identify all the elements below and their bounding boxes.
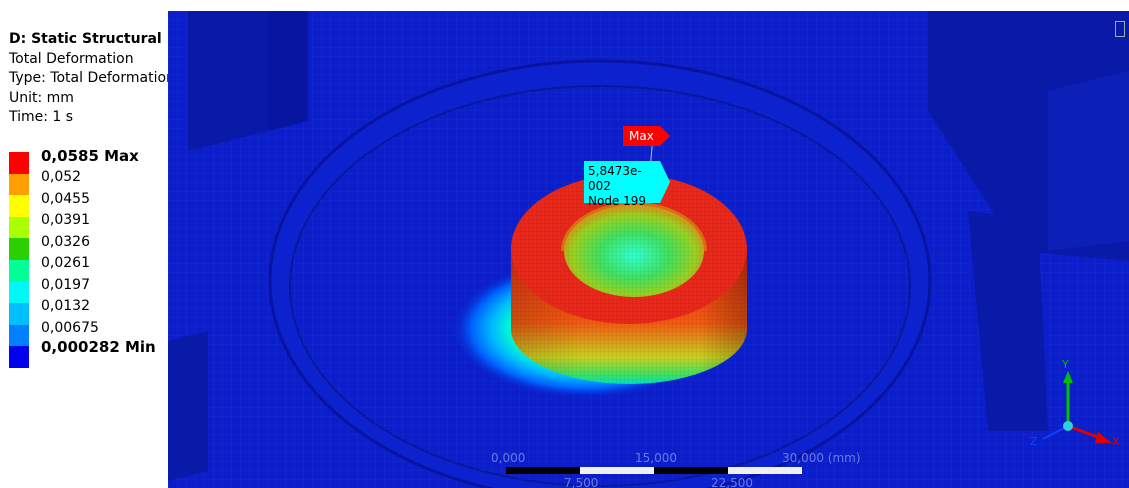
scale-swatch-6 — [9, 281, 29, 304]
probe-annotation[interactable]: 5,8473e-002 Node 199 — [584, 161, 670, 208]
triad-y-label: Y — [1062, 358, 1069, 371]
scale-label-30: 30,000 (mm) — [782, 451, 861, 465]
scale-label-7: 0,0132 — [41, 298, 90, 314]
triad-z-label: Z — [1030, 435, 1038, 448]
legend-title: D: Static Structural — [9, 31, 162, 47]
scale-label-min: 0,000282 Min — [41, 338, 156, 356]
scale-swatch-4 — [9, 238, 29, 260]
legend-time: Time: 1 s — [9, 109, 74, 125]
result-legend: D: Static Structural Total Deformation T… — [9, 30, 175, 128]
scale-label-0: 0,000 — [491, 451, 526, 465]
scale-label-22-5: 22,500 — [711, 476, 753, 488]
max-probe-label[interactable]: Max — [623, 126, 670, 146]
legend-unit: Unit: mm — [9, 89, 74, 106]
scale-label-7-5: 7,500 — [564, 476, 599, 488]
triad-x-label: X — [1112, 435, 1120, 448]
scale-label-6: 0,0197 — [41, 277, 90, 293]
scale-swatch-5 — [9, 260, 29, 282]
scale-swatch-3 — [9, 216, 29, 239]
graphics-viewport[interactable]: Max 5,8473e-002 Node 199 0,000 15,000 30… — [168, 11, 1129, 488]
scale-label-8: 0,00675 — [41, 320, 99, 336]
scale-label-4: 0,0326 — [41, 234, 90, 250]
scale-swatch-1 — [9, 173, 29, 196]
scale-swatch-2 — [9, 195, 29, 217]
probe-node: Node 199 — [588, 194, 647, 208]
model-render — [168, 11, 1129, 488]
scale-label-max: 0,0585 Max — [41, 147, 139, 165]
legend-type: Type: Total Deformation — [9, 70, 175, 86]
scale-label-15: 15,000 — [635, 451, 677, 465]
legend-result-name: Total Deformation — [9, 50, 134, 67]
scale-label-2: 0,0455 — [41, 191, 90, 207]
scale-swatch-9 — [9, 346, 29, 368]
scale-swatch-8 — [9, 324, 29, 347]
scale-label-1: 0,052 — [41, 169, 82, 185]
scale-label-5: 0,0261 — [41, 255, 90, 271]
scale-swatch-7 — [9, 303, 29, 325]
scale-label-3: 0,0391 — [41, 212, 90, 228]
probe-value: 5,8473e-002 — [588, 164, 642, 193]
scale-swatch-0 — [9, 152, 29, 174]
viewport-corner-icon[interactable] — [1115, 21, 1125, 37]
